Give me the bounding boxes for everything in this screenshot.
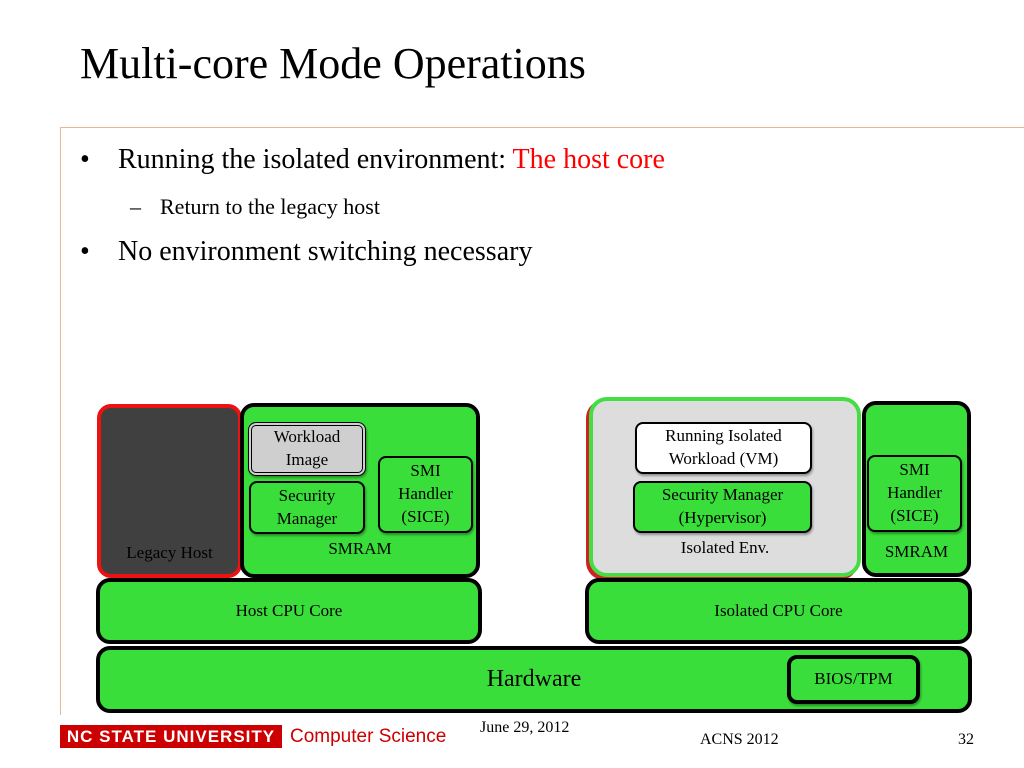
smi-handler-left-label: SMI Handler (SICE) [398,461,453,526]
running-isolated-workload-box: Running Isolated Workload (VM) [635,422,812,474]
security-manager-left-label: Security Manager [276,485,338,528]
smram-right-label: SMRAM [884,541,949,561]
footer-conference: ACNS 2012 [700,731,779,748]
slide-title: Multi-core Mode Operations [80,39,586,88]
workload-image-label: Workload Image [273,427,341,469]
host-cpu-core-label: Host CPU Core [235,600,343,620]
bullet-text: No environment switching necessary [118,236,533,267]
bullet-glyph: • [80,144,90,175]
footer-date: June 29, 2012 [480,719,570,736]
legacy-host-box: Legacy Host [97,404,242,578]
smi-handler-left-box: SMI Handler (SICE) [378,456,473,533]
bullet-no-switching: • No environment switching necessary [80,236,532,268]
isolated-env-label: Isolated Env. [680,537,770,557]
running-isolated-workload-label: Running Isolated Workload (VM) [665,426,782,468]
sub-bullet-text: Return to the legacy host [160,194,380,219]
isolated-cpu-core-box: Isolated CPU Core [585,578,972,644]
bios-tpm-box: BIOS/TPM [787,655,920,704]
bullet-text: Running the isolated environment: [118,144,513,175]
university-logo: NC STATE UNIVERSITY [60,725,282,748]
bullet-running-isolated: • Running the isolated environment: The h… [80,144,980,176]
smram-left-label: SMRAM [328,538,392,558]
security-manager-left-box: Security Manager [249,481,365,534]
legacy-host-label: Legacy Host [126,542,213,562]
smi-handler-right-box: SMI Handler (SICE) [867,455,962,532]
workload-image-box: Workload Image [248,422,366,476]
bullet-glyph: • [80,236,90,267]
bullet-highlight: The host core [512,144,665,175]
isolated-cpu-core-label: Isolated CPU Core [714,600,843,620]
title-underline [60,127,1024,128]
smi-handler-right-label: SMI Handler (SICE) [887,460,942,525]
left-margin-rule [60,127,61,715]
security-manager-hypervisor-box: Security Manager (Hypervisor) [633,481,812,533]
page-number: 32 [958,731,974,748]
host-cpu-core-box: Host CPU Core [96,578,482,644]
hardware-label: Hardware [486,665,582,692]
department-name: Computer Science [290,726,447,747]
bios-tpm-label: BIOS/TPM [814,669,893,689]
dash-glyph: – [130,194,141,219]
security-manager-hypervisor-label: Security Manager (Hypervisor) [661,485,784,527]
sub-bullet-return: –Return to the legacy host [130,194,380,220]
